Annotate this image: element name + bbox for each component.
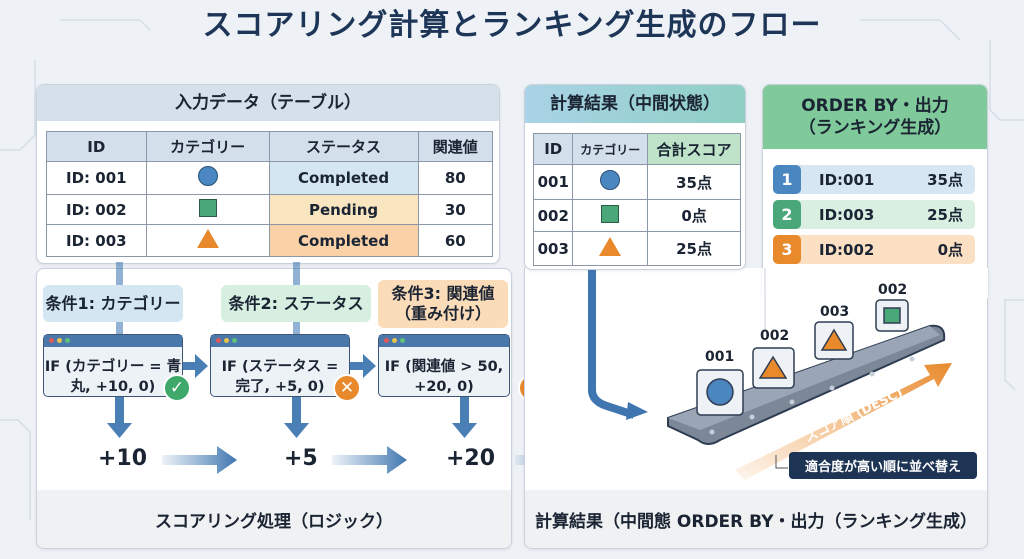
col-header: ステータス	[268, 131, 419, 162]
formula-text: IF (関連値 > 50,	[384, 359, 504, 375]
status-cell: Pending	[268, 193, 419, 226]
right-arrow	[183, 354, 208, 378]
table-row: 001 35点	[532, 163, 741, 201]
down-arrow	[452, 397, 477, 438]
category-cell	[145, 193, 270, 226]
formula-text: 丸, +10, 0)	[70, 379, 156, 396]
ranking-item: 2 ID:003 25点	[773, 200, 975, 229]
rank-number: 2	[773, 200, 801, 229]
category-cell	[145, 161, 270, 195]
conveyor-item-label: 002	[878, 282, 907, 298]
if-formula-3: IF (関連値 > 50, +20, 0)	[378, 334, 510, 397]
id-cell: ID: 003	[46, 224, 147, 257]
category-cell	[145, 224, 270, 257]
rank-id: ID:001	[819, 170, 875, 189]
condition-3-title: 条件3: 関連値	[391, 284, 495, 303]
table-row: ID: 001 Completed 80	[46, 161, 494, 195]
sort-caption: 適合度が高い順に並べ替え	[789, 452, 977, 479]
ranking-panel-heading: ORDER BY・出力 （ランキング生成）	[763, 85, 987, 149]
ranking-item: 3 ID:002 0点	[773, 235, 975, 264]
right-arrow	[162, 446, 237, 474]
formula-text: IF (カテゴリー = 青	[44, 359, 182, 375]
formula-text: 完了, +5, 0)	[235, 379, 325, 396]
rank-id: ID:002	[819, 240, 875, 259]
rank-score: 0点	[937, 241, 963, 259]
input-table: ID カテゴリー ステータス 関連値 ID: 001 Completed 80 …	[46, 131, 494, 257]
input-panel-heading: 入力データ（テーブル）	[37, 85, 499, 121]
orange-triangle-icon	[196, 229, 219, 249]
value-cell: 30	[417, 193, 494, 226]
arrow-head	[626, 402, 648, 420]
value-cell: 80	[417, 161, 494, 195]
col-header: カテゴリー	[572, 133, 649, 165]
condition-1-label: 条件1: カテゴリー	[43, 285, 183, 322]
desc-arrow	[735, 363, 952, 480]
col-header: カテゴリー	[145, 131, 270, 162]
rank-number: 1	[773, 165, 801, 194]
down-arrow	[107, 397, 132, 438]
status-cell: Completed	[268, 224, 419, 257]
logic-footer: スコアリング処理（ロジック）	[37, 490, 511, 548]
formula-text: +20, 0)	[414, 379, 474, 396]
value-cell: 60	[417, 224, 494, 257]
id-cell: 003	[532, 231, 574, 266]
ranking-item: 1 ID:001 35点	[773, 165, 975, 194]
right-arrow	[350, 354, 376, 378]
rank-number: 3	[773, 235, 801, 264]
table-row: 002 0点	[532, 199, 741, 233]
id-cell: 001	[532, 163, 574, 201]
table-row: 003 25点	[532, 231, 741, 266]
col-header: 合計スコア	[647, 133, 741, 165]
table-row: ID: 002 Pending 30	[46, 193, 494, 226]
rank-id: ID:003	[819, 205, 875, 224]
formula-text: IF (ステータス =	[221, 359, 339, 375]
check-icon: ✓	[163, 374, 191, 402]
ranking-heading-line2: （ランキング生成）	[798, 118, 952, 138]
ranking-heading-line1: ORDER BY・出力	[801, 95, 949, 116]
condition-2-label: 条件2: ステータス	[221, 285, 371, 322]
if-formula-2: IF (ステータス = 完了, +5, 0)	[210, 334, 350, 397]
output-footer: 計算結果（中間態 ORDER BY・出力（ランキング生成）	[525, 490, 987, 548]
blue-circle-icon	[600, 170, 621, 191]
id-cell: ID: 001	[46, 161, 147, 195]
right-arrow	[332, 446, 407, 474]
points-1: +10	[98, 446, 148, 471]
orange-triangle-icon	[599, 237, 622, 257]
condition-3-subtitle: （重み付け）	[394, 304, 491, 323]
down-arrow	[284, 397, 309, 438]
table-row: ID: 003 Completed 60	[46, 224, 494, 257]
col-header: 関連値	[417, 131, 494, 162]
score-cell: 0点	[647, 199, 741, 233]
input-data-panel: 入力データ（テーブル） ID カテゴリー ステータス 関連値 ID: 001 C…	[36, 84, 500, 264]
result-panel-heading: 計算結果（中間状態）	[525, 85, 745, 123]
curved-arrow	[588, 270, 636, 419]
blue-circle-icon	[197, 165, 218, 186]
conveyor-item-label: 002	[760, 328, 789, 344]
green-square-icon	[601, 204, 620, 223]
rank-score: 35点	[927, 171, 963, 189]
score-cell: 35点	[647, 163, 741, 201]
id-cell: 002	[532, 199, 574, 233]
condition-3-label: 条件3: 関連値 （重み付け）	[378, 280, 508, 328]
cross-icon: ✕	[333, 374, 361, 402]
green-square-icon	[198, 198, 217, 217]
rank-score: 25点	[927, 206, 963, 224]
points-3: +20	[446, 446, 496, 471]
conveyor-item-label: 003	[820, 304, 849, 320]
points-2: +5	[284, 446, 318, 471]
page-title: スコアリング計算とランキング生成のフロー	[202, 8, 822, 43]
if-formula-1: IF (カテゴリー = 青 丸, +10, 0)	[43, 334, 183, 397]
conveyor-item-label: 001	[705, 349, 734, 365]
score-cell: 25点	[647, 231, 741, 266]
